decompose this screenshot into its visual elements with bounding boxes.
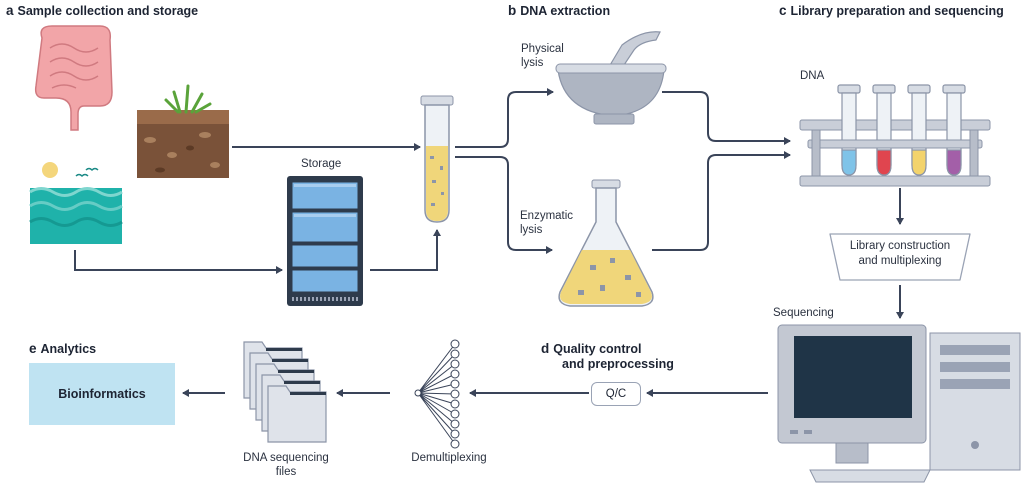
mortar-pestle-icon [555,31,667,125]
library-construction-box [829,233,971,281]
panel-d-title-line2: and preprocessing [562,357,674,371]
files-label-line1: DNA sequencing [243,452,329,464]
arrow-physical-to-rack [662,91,791,145]
panel-b-title: DNA extraction [520,4,611,18]
sequencing-label: Sequencing [773,307,834,319]
computer-icon [777,324,1021,483]
storage-label: Storage [301,158,342,170]
arrow-storage-to-tube [370,229,441,271]
connector-arrows [74,88,904,397]
file-stack-icon [243,341,327,443]
demultiplexing-label: Demultiplexing [411,452,487,464]
panel-e-letter: e [29,341,37,356]
panel-a-title: Sample collection and storage [17,4,199,18]
arrow-tube-to-enzymatic [455,156,553,254]
panel-c-title: Library preparation and sequencing [790,4,1004,18]
test-tube-icon [420,95,454,223]
panel-e-title: Analytics [40,342,97,356]
panel-d-title-line1: Quality control [553,342,642,356]
enzymatic-lysis-label-line1: Enzymatic [520,210,574,222]
storage-freezer-icon [287,176,363,306]
files-label-line2: files [275,466,297,478]
library-label-line2: and multiplexing [858,255,942,267]
arrow-enzymatic-to-rack [652,151,791,251]
panel-c-letter: c [779,3,787,18]
panel-b-letter: b [508,3,517,18]
enzymatic-lysis-label-line2: lysis [520,224,543,236]
panel-a-letter: a [6,3,14,18]
dna-label: DNA [800,70,825,82]
physical-lysis-label-line1: Physical [521,43,564,55]
library-label-line1: Library construction [849,240,951,252]
bioinformatics-label: Bioinformatics [58,387,146,401]
arrow-ocean-to-storage [74,250,283,274]
tube-rack-icon [799,84,991,187]
panel-d-letter: d [541,341,550,356]
qc-label: Q/C [605,388,627,400]
ocean-icon [29,162,123,244]
demultiplexing-icon [414,339,460,449]
erlenmeyer-flask-icon [558,179,654,307]
intestine-icon [34,25,113,131]
bioinformatics-box: Bioinformatics [29,363,175,425]
soil-icon [137,84,229,178]
arrow-tube-to-physical [455,88,554,148]
physical-lysis-label-line2: lysis [521,57,544,69]
qc-box: Q/C [591,382,641,406]
